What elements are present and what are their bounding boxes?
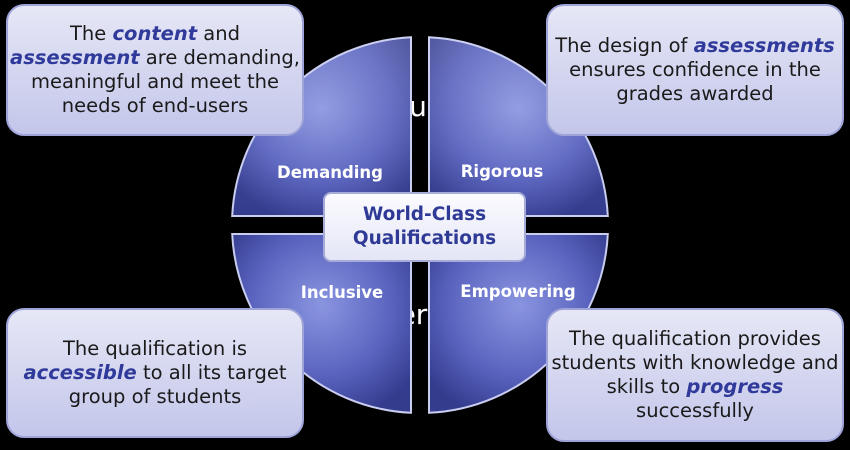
callout-demanding: The content and assessment are demanding…: [6, 4, 304, 136]
center-title-line2: Qualifications: [352, 228, 497, 249]
center-title-line1: World-Class: [362, 204, 487, 226]
quadrant-label-empowering: Empowering: [460, 282, 575, 301]
callout-rigorous: The design of assessments ensures confid…: [546, 4, 844, 136]
callout-empowering-text: The qualification provides students with…: [551, 327, 839, 422]
quadrant-label-inclusive: Inclusive: [301, 283, 384, 302]
quadrant-label-demanding: Demanding: [277, 163, 383, 182]
center-title-box: World-Class Qualifications: [323, 192, 526, 262]
callout-demanding-text: The content and assessment are demanding…: [10, 22, 300, 117]
callout-inclusive-text: The qualification is accessible to all i…: [23, 337, 287, 408]
quadrant-label-rigorous: Rigorous: [461, 162, 544, 181]
callout-rigorous-text: The design of assessments ensures confid…: [555, 34, 835, 105]
callout-empowering: The qualification provides students with…: [546, 308, 844, 442]
callout-inclusive: The qualification is accessible to all i…: [6, 308, 304, 438]
